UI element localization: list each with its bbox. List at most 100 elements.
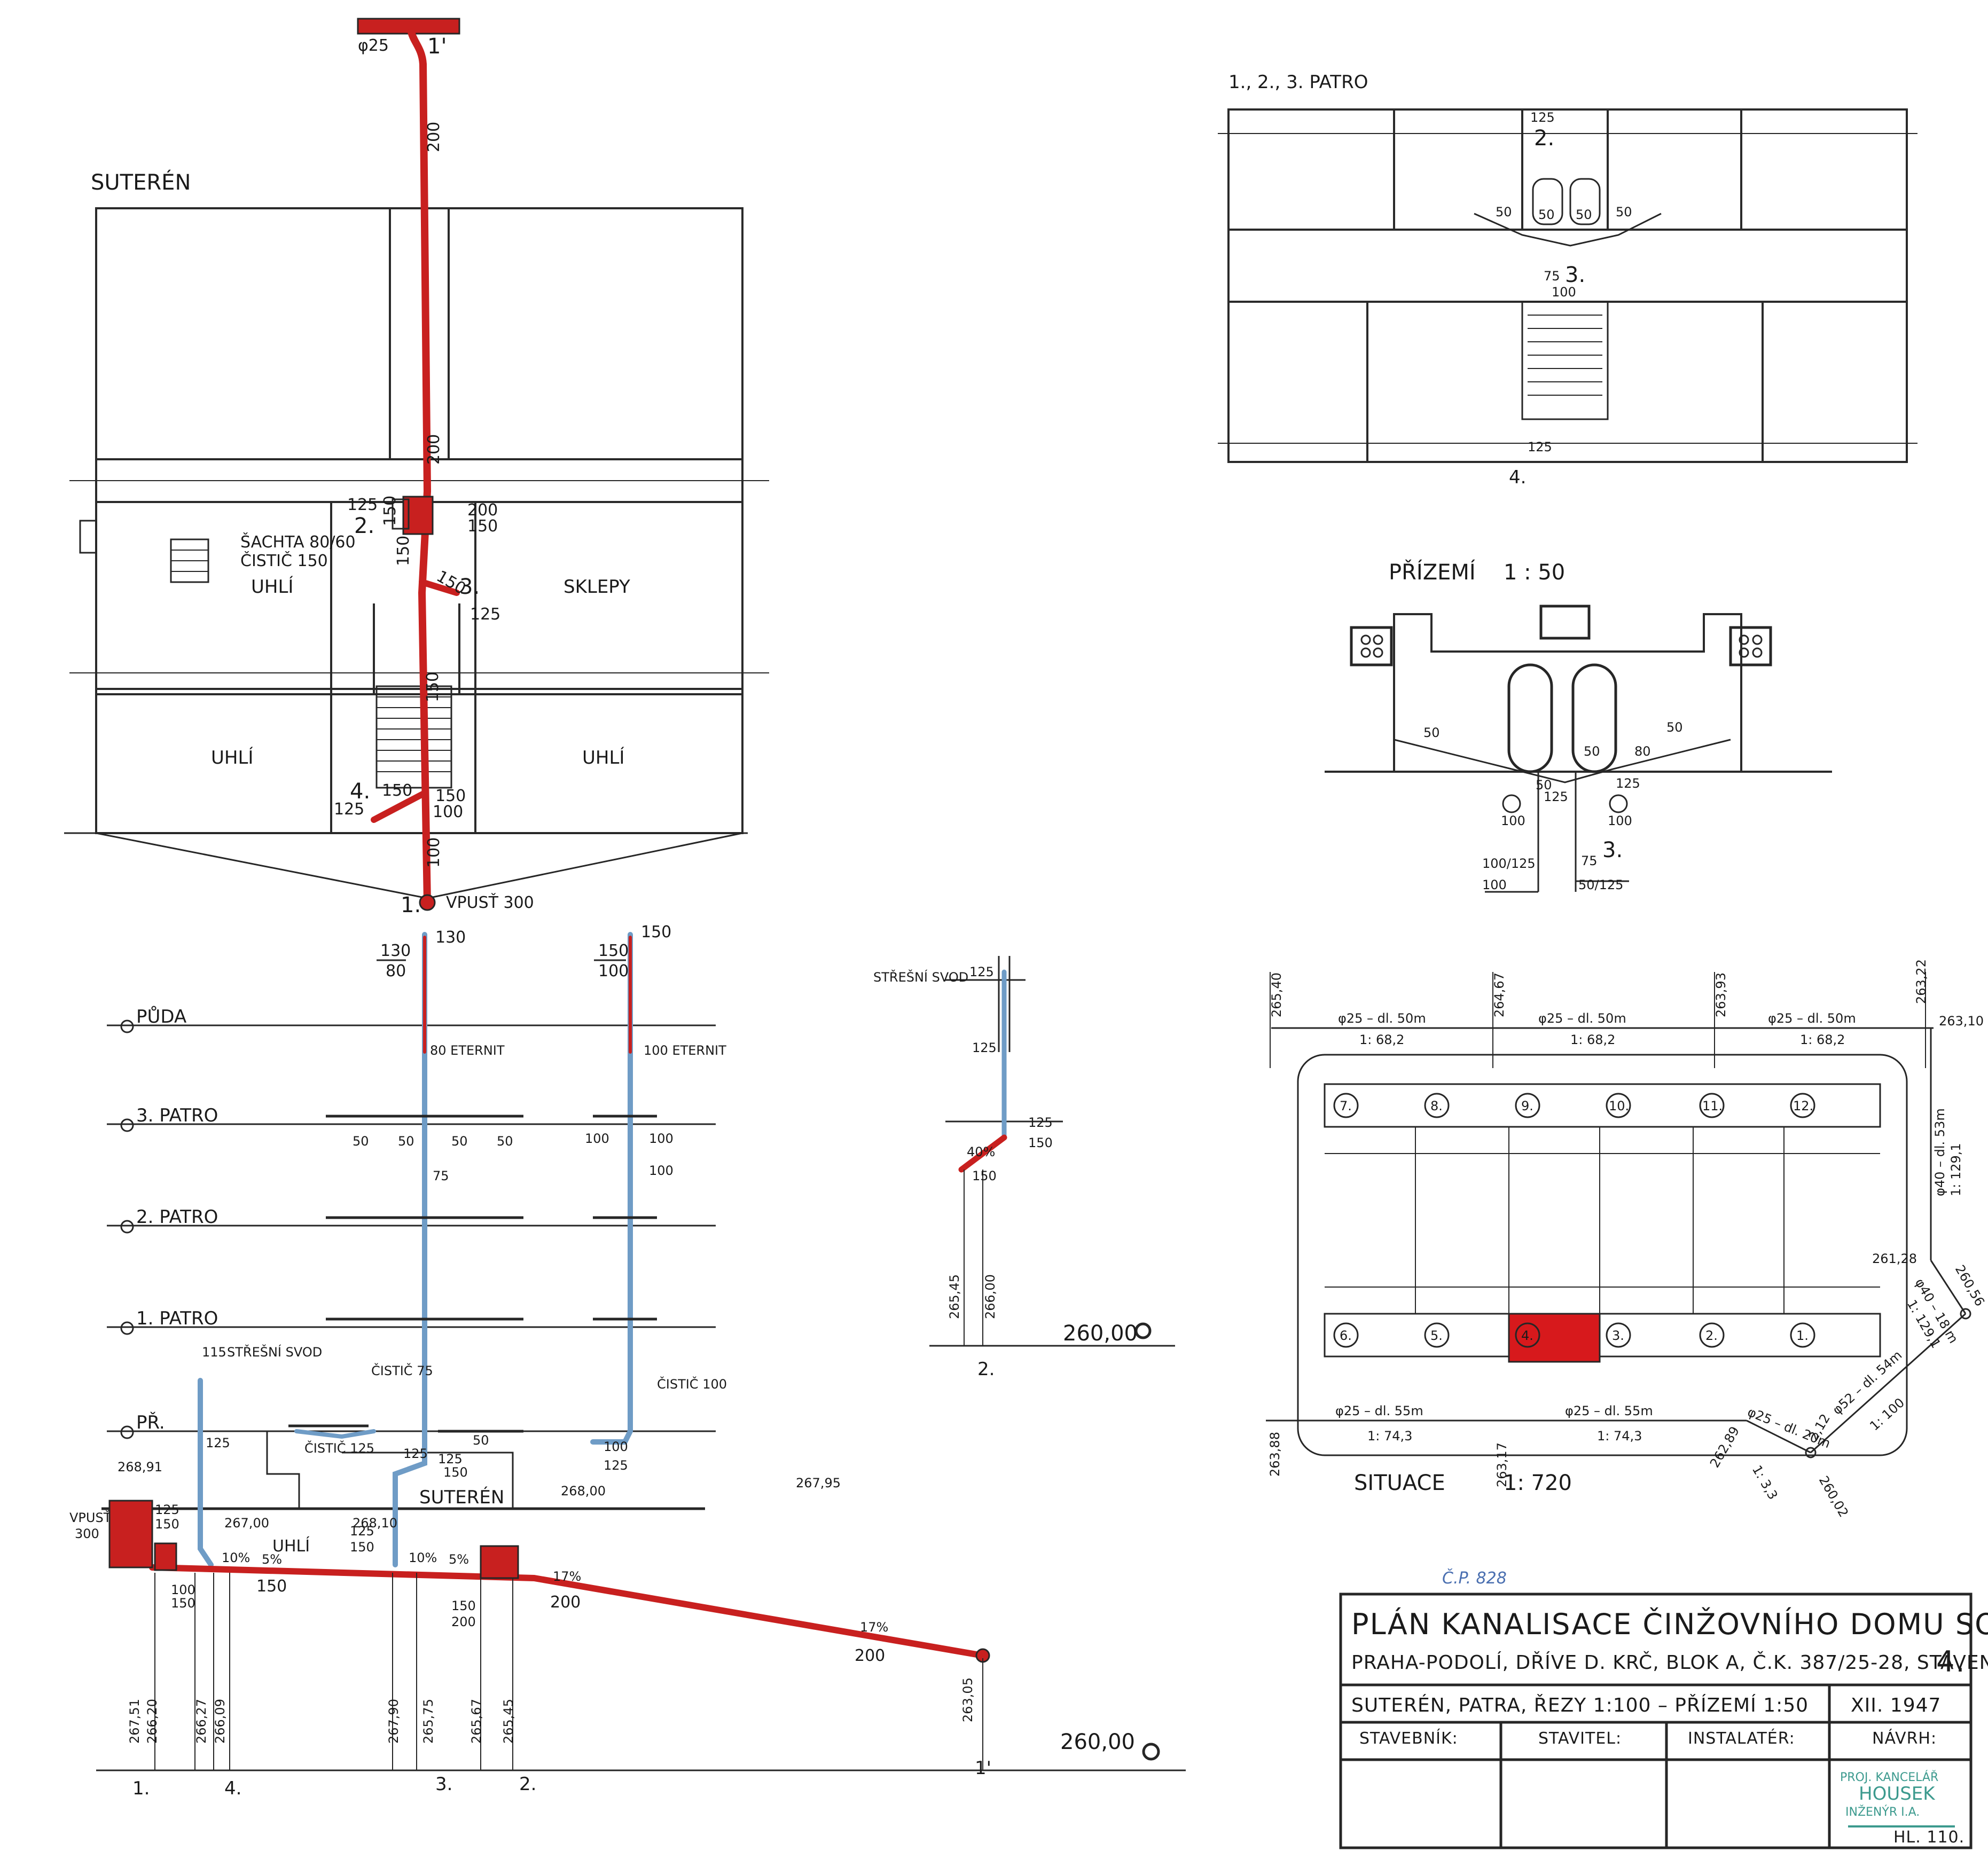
level-marker xyxy=(120,1321,134,1335)
level-label: 1. PATRO xyxy=(136,1308,218,1329)
stack-dia: 75 xyxy=(433,1168,449,1183)
pipe-dia: 50 xyxy=(1538,207,1555,222)
level-marker xyxy=(120,1425,134,1439)
pipe-dia: 150 xyxy=(467,517,498,536)
bathtub xyxy=(1569,178,1601,225)
bathtub xyxy=(1571,663,1617,773)
pipe-note: 100/125 xyxy=(1482,856,1536,871)
section-basement-outline xyxy=(342,1452,514,1509)
block-number: 11. xyxy=(1702,1099,1723,1113)
slope-label: 10% xyxy=(222,1550,250,1565)
section-drawing: PŮDA 3. PATRO 2. PATRO 1. PATRO PŘ. 260,… xyxy=(69,923,1186,1799)
design-label: NÁVRH: xyxy=(1872,1729,1937,1748)
vent-stack-right xyxy=(590,932,633,1445)
vent-frac-bottom: 80 xyxy=(386,962,406,981)
datum-elevation: 260,00 xyxy=(1063,1321,1138,1346)
invert-elevation: 267,51 xyxy=(127,1699,142,1744)
site-slope: 1: 3,3 xyxy=(1749,1463,1781,1502)
stove-burner xyxy=(1373,634,1383,645)
pipe-dia: 125 xyxy=(1530,110,1555,125)
site-number: 4. xyxy=(1936,1645,1966,1678)
pipe-dia: 150 xyxy=(382,781,412,800)
cleanout-label: ČISTIČ 75 xyxy=(371,1362,433,1378)
pipe-dia: 125 xyxy=(470,605,500,624)
slope-label: 17% xyxy=(553,1569,581,1584)
pipe-dia: 125 xyxy=(1616,776,1640,791)
block-marker xyxy=(1424,1093,1450,1118)
stove-burner xyxy=(1752,647,1763,658)
block-marker xyxy=(1333,1322,1359,1348)
pipe-dia: 125 xyxy=(969,964,994,979)
builder-label: STAVITEL: xyxy=(1538,1729,1622,1748)
installer-label: INSTALATÉR: xyxy=(1688,1729,1795,1748)
pipe-dia: 150 xyxy=(256,1577,287,1596)
pipe-dia: 50 xyxy=(1616,205,1632,219)
ground-scale: 1 : 50 xyxy=(1504,560,1565,585)
block-marker xyxy=(1790,1322,1815,1348)
cleanout-label: ČISTIČ 125 xyxy=(304,1440,374,1456)
slope-label: 40% xyxy=(967,1144,995,1159)
drawing-title: PLÁN KANALISACE ČINŽOVNÍHO DOMU SOPV xyxy=(1351,1607,1988,1641)
vent-dia: 150 xyxy=(641,923,671,942)
pipe-dia: 150 xyxy=(435,787,466,805)
node-label: 2. xyxy=(1534,126,1554,151)
room-label-coal: UHLÍ xyxy=(211,747,253,768)
site-elevation: 263,17 xyxy=(1494,1442,1509,1487)
axis-label: 4. xyxy=(224,1778,241,1799)
branch-dia: 50 xyxy=(353,1134,369,1149)
site-slope: 1: 100 xyxy=(1867,1395,1907,1433)
invert-elevation: 266,09 xyxy=(213,1699,228,1744)
floors-title: 1., 2., 3. PATRO xyxy=(1228,72,1368,93)
ground-wall xyxy=(1393,613,1742,772)
stack-material: 100 ETERNIT xyxy=(644,1043,726,1058)
slope-label: 5% xyxy=(449,1552,469,1567)
sheet-number: HL. 110. xyxy=(1893,1828,1964,1847)
block-number: 5. xyxy=(1430,1328,1443,1343)
ground-plan: PŘÍZEMÍ 1 : 50 50 50 50 50 80 125 125 10… xyxy=(1325,559,1832,893)
datum-elevation: 260,00 xyxy=(1060,1730,1135,1754)
drawing-subtitle: PRAHA-PODOLÍ, DŘÍVE D. KRČ, BLOK A, Č.K.… xyxy=(1351,1651,1988,1674)
pipe-dia: 50 xyxy=(1666,720,1683,735)
site-elevation: 260,02 xyxy=(1816,1473,1851,1520)
pipe-dia: 200 xyxy=(425,434,443,465)
owner-label: STAVEBNÍK: xyxy=(1359,1729,1458,1748)
basement-title: SUTERÉN xyxy=(91,169,191,195)
site-slope: 1: 68,2 xyxy=(1570,1032,1615,1047)
pipe-dia: 50 xyxy=(1536,778,1552,793)
pipe-dia: 125 xyxy=(334,800,364,819)
gully-label: VPUSŤ 300 xyxy=(446,893,534,912)
title-block: Č.P. 828 PLÁN KANALISACE ČINŽOVNÍHO DOMU… xyxy=(1339,1568,1988,1849)
elevation-label: 268,10 xyxy=(353,1516,397,1531)
pipe-dia: 100 xyxy=(1552,285,1576,300)
pipe-dia: 75 xyxy=(1581,853,1598,868)
elevation-label: 268,91 xyxy=(118,1460,162,1474)
site-slope: 1: 68,2 xyxy=(1359,1032,1404,1047)
gully-size: 300 xyxy=(75,1526,99,1541)
node-label: 2. xyxy=(354,514,374,538)
room-label-coal: UHLÍ xyxy=(251,576,293,598)
pipe-dia: 200 xyxy=(855,1646,885,1665)
site-manhole xyxy=(1805,1447,1817,1458)
pipe-dia: 125 xyxy=(1028,1115,1053,1130)
room-label-coal: UHLÍ xyxy=(582,747,624,768)
invert-elevation: 267,90 xyxy=(386,1699,401,1744)
shaft-label: ŠACHTA 80/60 xyxy=(240,532,356,552)
ordinate-lines xyxy=(154,1573,983,1770)
gully-label: VPUSŤ xyxy=(69,1510,112,1525)
pipe-dia: 150 xyxy=(381,496,400,526)
axis-label: 2. xyxy=(519,1774,536,1795)
pipe-dia: 75 xyxy=(1544,269,1560,284)
site-pipe-diag xyxy=(1810,1313,1967,1454)
roof-drain-pipe xyxy=(198,1378,214,1567)
stove-burner xyxy=(1739,647,1749,658)
site-plan: 7. 8. 9. 10. 11. 12. 6. 5. 4. 3. 2. 1. φ… xyxy=(1266,959,1987,1520)
floor-branch xyxy=(1474,213,1662,247)
stamp-text: PROJ. KANCELÁŘ xyxy=(1840,1770,1938,1784)
invert-elevation: 265,67 xyxy=(469,1699,484,1744)
node-label: 4. xyxy=(1509,467,1526,488)
stamp-text: HOUSEK xyxy=(1859,1783,1936,1805)
pipe-dia: 125 xyxy=(972,1040,997,1055)
pipe-frac-top: 150 xyxy=(451,1598,476,1613)
vent-frac-bottom: 100 xyxy=(598,962,629,981)
roof-pipe-diameter: φ25 xyxy=(358,36,389,55)
